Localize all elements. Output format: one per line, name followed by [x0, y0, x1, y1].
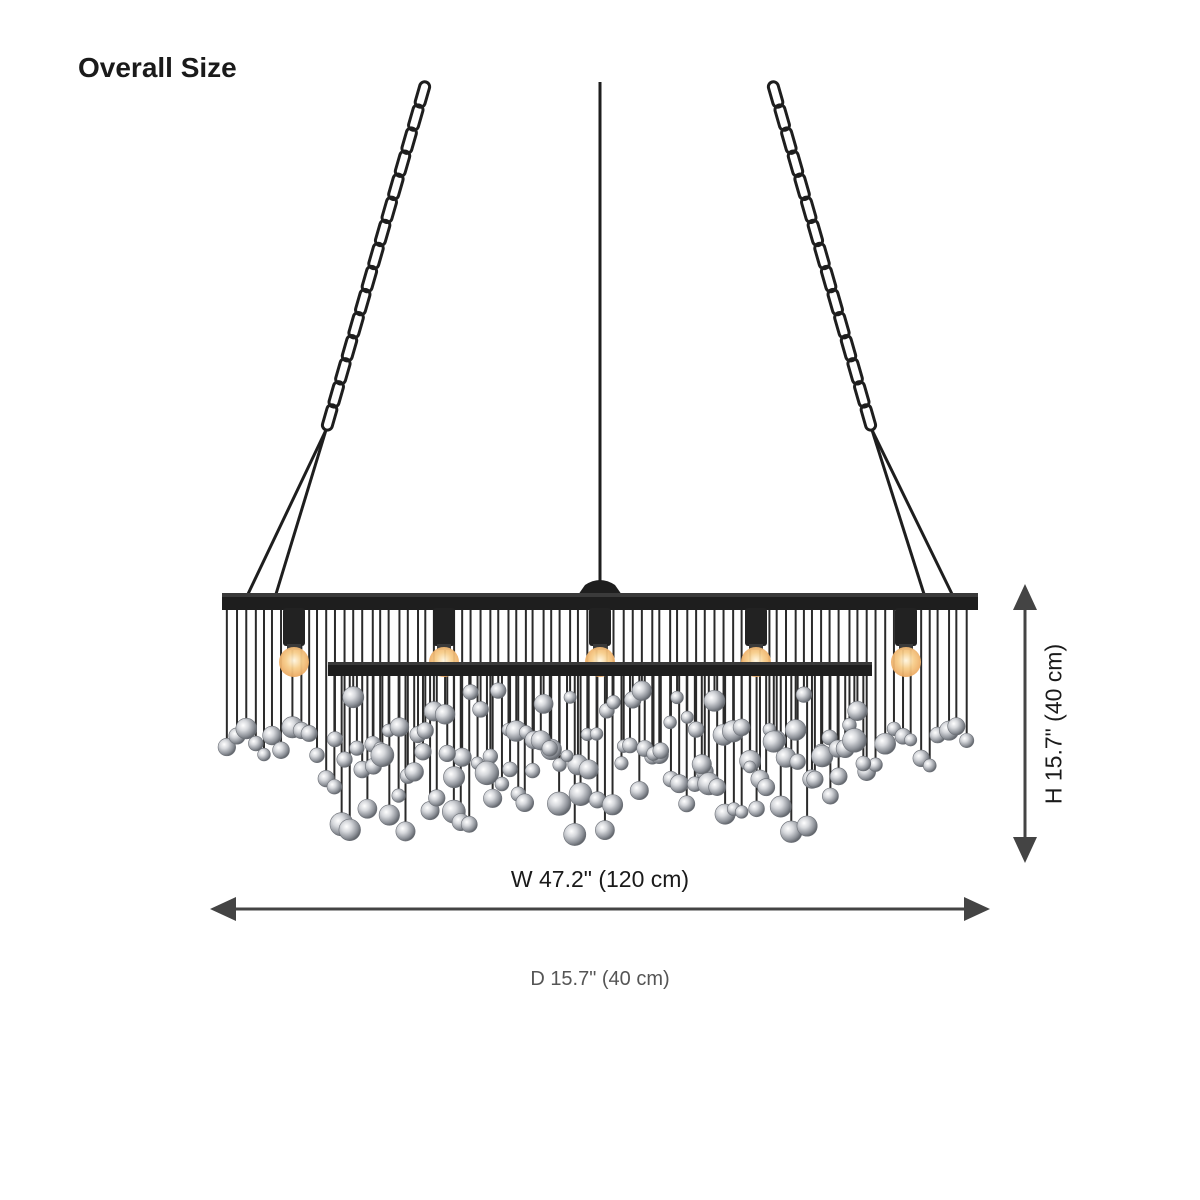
inner-frame	[328, 662, 872, 676]
crystal-rods	[225, 608, 968, 824]
right-chain	[766, 80, 878, 432]
height-dimension-text: H 15.7" (40 cm)	[1040, 643, 1067, 805]
crystal-balls	[217, 680, 975, 846]
double-arrow-vertical-icon	[1013, 584, 1037, 863]
double-arrow-horizontal-icon	[210, 897, 990, 921]
top-frame	[222, 593, 978, 610]
right-support-cables	[870, 429, 954, 595]
left-chain	[320, 80, 432, 432]
left-support-cables	[246, 429, 328, 595]
page-title: Overall Size	[78, 52, 237, 83]
width-dimension-label: W 47.2" (120 cm)	[510, 866, 690, 892]
depth-dimension-label: D 15.7" (40 cm)	[530, 968, 670, 990]
center-canopy	[578, 580, 622, 595]
